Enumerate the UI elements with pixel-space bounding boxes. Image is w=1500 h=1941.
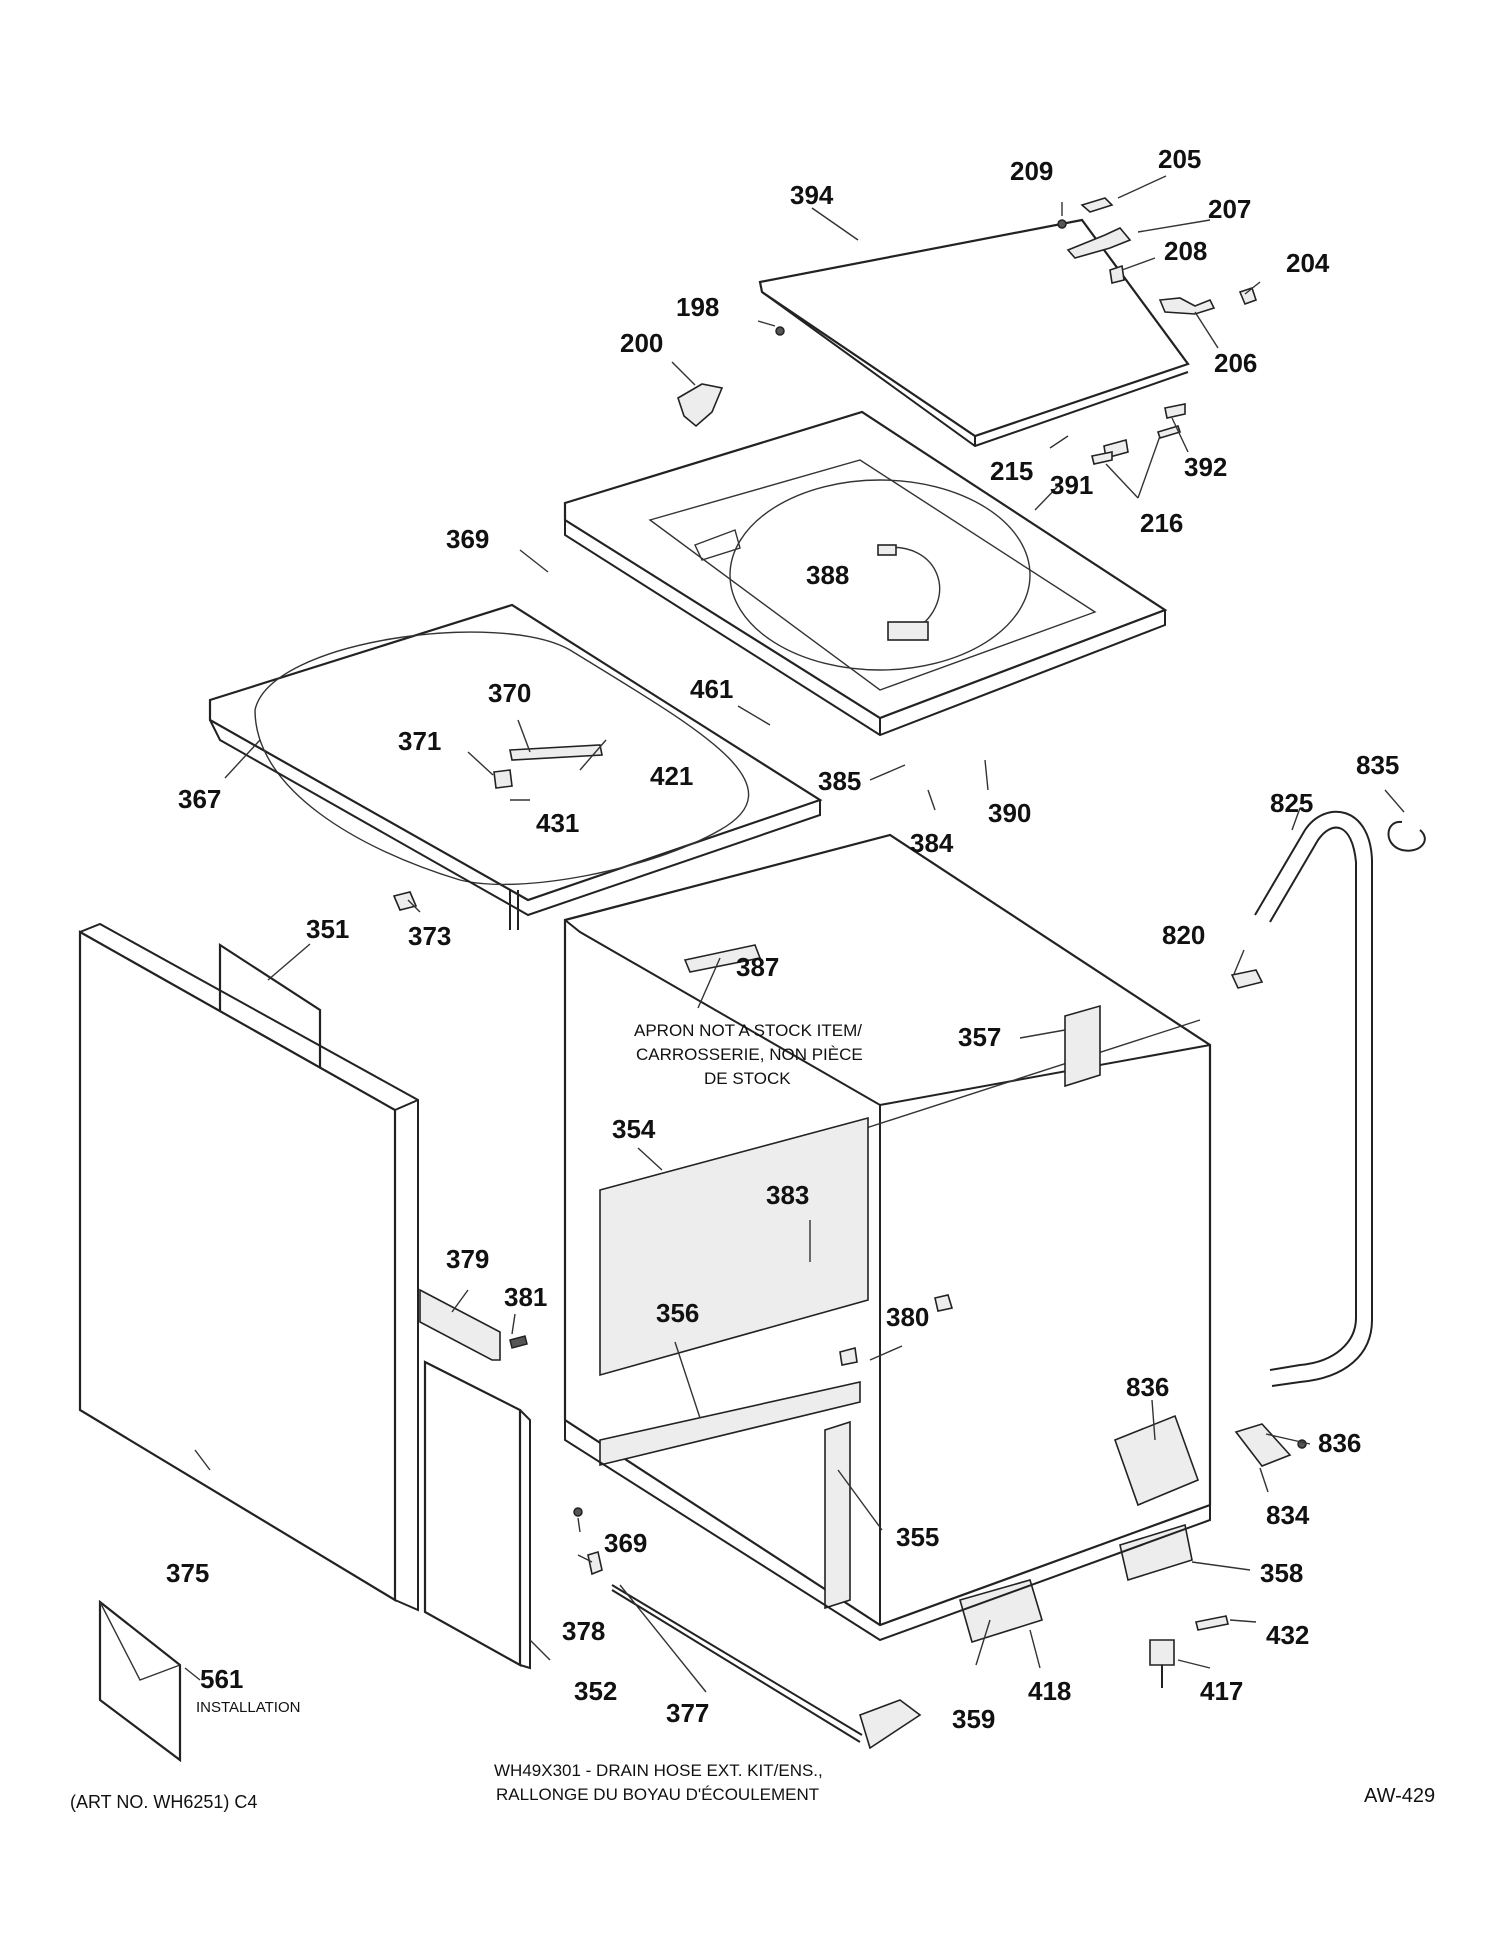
part-label-825: 825: [1270, 788, 1313, 818]
installation-note: INSTALLATION: [196, 1699, 300, 1716]
hose-bracket-drawing: [1234, 1423, 1292, 1467]
part-label-384: 384: [910, 828, 954, 858]
footer: (ART NO. WH6251) C4 AW-429: [70, 1785, 1435, 1812]
part-label-367: 367: [178, 784, 221, 814]
part-label-378: 378: [562, 1616, 605, 1646]
part-label-359: 357: [958, 1022, 1001, 1052]
part-label-198: 198: [676, 292, 719, 322]
part-label-371: 371: [398, 726, 441, 756]
part-label-200: 200: [620, 328, 663, 358]
part-label-383: 383: [766, 1180, 809, 1210]
drain-kit-note-line-2: RALLONGE DU BOYAU D'ÉCOULEMENT: [496, 1785, 819, 1804]
part-label-216: 216: [1140, 508, 1183, 538]
apron-note-line-1: APRON NOT A STOCK ITEM/: [634, 1021, 862, 1040]
part-label-836-upper: 836: [1126, 1372, 1169, 1402]
part-label-355: 355: [896, 1522, 939, 1552]
part-label-388: 388: [806, 560, 849, 590]
part-label-206: 206: [1214, 348, 1257, 378]
part-label-820: 820: [1162, 920, 1205, 950]
side-panel-drawing: [78, 922, 419, 1612]
part-label-375: 375: [166, 1558, 209, 1588]
diagram-code: AW-429: [1364, 1785, 1435, 1807]
part-label-373: 373: [408, 921, 451, 951]
leader-lines: [184, 175, 1405, 1693]
part-label-432: 432: [1266, 1620, 1309, 1650]
part-label-354: 354: [612, 1114, 656, 1144]
lid-handle-drawing: [677, 383, 724, 428]
part-label-205: 205: [1158, 144, 1201, 174]
part-label-204: 204: [1286, 248, 1330, 278]
part-label-370: 370: [488, 678, 531, 708]
part-label-461: 461: [690, 674, 733, 704]
installation-envelope-drawing: [98, 1599, 182, 1763]
part-label-352: 352: [574, 1676, 617, 1706]
part-label-834: 834: [1266, 1500, 1310, 1530]
part-label-418: 431: [536, 808, 579, 838]
leg-drawing: [1149, 1615, 1229, 1688]
part-label-417: 421: [650, 761, 693, 791]
lid-drawing: [758, 218, 1190, 448]
part-label-385: 385: [818, 766, 861, 796]
frame-drawing: [208, 603, 823, 930]
trim-drawing: [419, 1288, 501, 1361]
part-label-392: 392: [1184, 452, 1227, 482]
part-label-391: 391: [1050, 470, 1093, 500]
part-label-357: 358: [1260, 1558, 1303, 1588]
drain-kit-note-line-1: WH49X301 - DRAIN HOSE EXT. KIT/ENS.,: [494, 1761, 823, 1780]
part-labels: 394 198 200 209 205 207 208 204 206 392 …: [166, 144, 1399, 1734]
hinge-parts-drawing: [775, 197, 1258, 465]
top-cover-drawing: [563, 410, 1168, 737]
part-label-381: 381: [504, 1282, 547, 1312]
screw-381-drawing: [509, 1335, 528, 1349]
lower-panel-drawing: [423, 1360, 531, 1670]
art-number: (ART NO. WH6251) C4: [70, 1792, 257, 1812]
rod-drawing: [573, 1507, 922, 1750]
part-label-208: 208: [1164, 236, 1207, 266]
cabinet-drawing: [563, 833, 1212, 1644]
part-label-369-bottom: 369: [604, 1528, 647, 1558]
part-label-358: 359: [952, 1704, 995, 1734]
part-label-369-top: 369: [446, 524, 489, 554]
part-label-379: 379: [446, 1244, 489, 1274]
artwork: [78, 197, 1426, 1763]
part-label-394: 394: [790, 180, 834, 210]
part-label-207: 207: [1208, 194, 1251, 224]
part-label-387: 387: [736, 952, 779, 982]
part-label-377: 377: [666, 1698, 709, 1728]
part-label-835: 835: [1356, 750, 1399, 780]
part-label-836-right: 836: [1318, 1428, 1361, 1458]
part-label-380: 380: [886, 1302, 929, 1332]
drain-hose-drawing: [1230, 810, 1426, 1387]
part-label-390: 390: [988, 798, 1031, 828]
apron-note-line-2: CARROSSERIE, NON PIÈCE: [636, 1045, 863, 1064]
part-label-421: 418: [1028, 1676, 1071, 1706]
part-label-351: 351: [306, 914, 349, 944]
part-label-561: 561: [200, 1664, 243, 1694]
part-label-431: 417: [1200, 1676, 1243, 1706]
part-label-209: 209: [1010, 156, 1053, 186]
part-label-356: 356: [656, 1298, 699, 1328]
apron-note-line-3: DE STOCK: [704, 1069, 791, 1088]
notes: APRON NOT A STOCK ITEM/ CARROSSERIE, NON…: [196, 1021, 863, 1804]
part-label-215: 215: [990, 456, 1033, 486]
